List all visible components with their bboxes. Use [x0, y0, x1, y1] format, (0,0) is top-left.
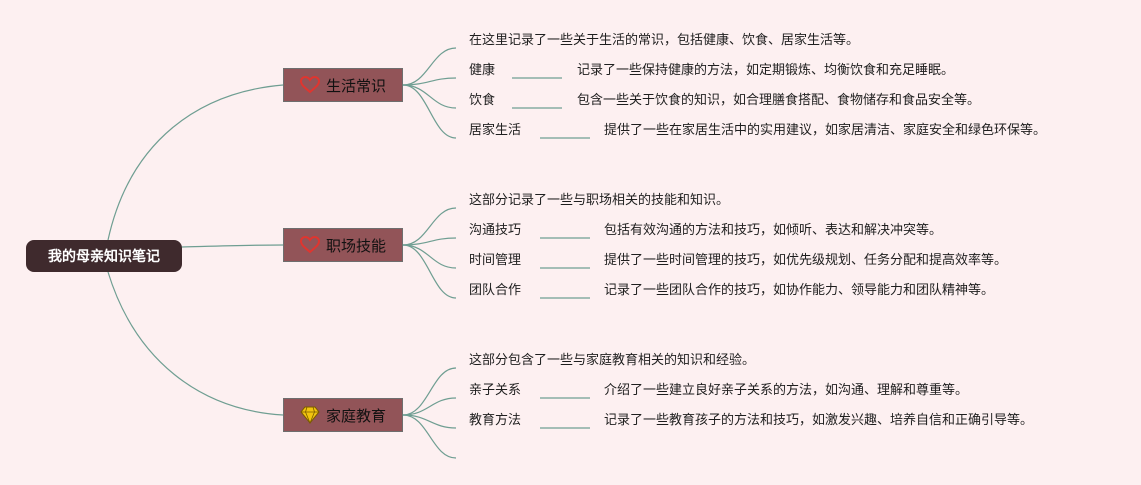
branch-leaf-connector [402, 47, 457, 86]
branch-intro: 这部分记录了一些与职场相关的技能和知识。 [469, 193, 730, 208]
leaf-term: 饮食 [469, 93, 496, 108]
branch-node-career[interactable]: 职场技能 [283, 228, 403, 262]
branch-node-life[interactable]: 生活常识 [283, 68, 403, 102]
leaf-term: 教育方法 [469, 413, 522, 428]
leaf-term: 居家生活 [469, 123, 522, 138]
leaf-desc: 包括有效沟通的方法和技巧，如倾听、表达和解决冲突等。 [604, 223, 943, 238]
leaf-term: 时间管理 [469, 253, 522, 268]
leaf-term: 团队合作 [469, 283, 522, 298]
leaf-desc: 介绍了一些建立良好亲子关系的方法，如沟通、理解和尊重等。 [604, 383, 969, 398]
branch-label: 职场技能 [325, 236, 386, 255]
root-branch-connector [181, 244, 284, 248]
branch-leaf-connector [402, 244, 457, 299]
leaf-desc: 包含一些关于饮食的知识，如合理膳食搭配、食物储存和食品安全等。 [577, 93, 981, 108]
diamond-icon [300, 406, 320, 424]
branch-leaf-connector [402, 397, 457, 416]
root-label: 我的母亲知识笔记 [48, 249, 160, 265]
heart-icon [299, 76, 320, 94]
branch-leaf-connector [402, 84, 457, 139]
leaf-desc: 记录了一些教育孩子的方法和技巧，如激发兴趣、培养自信和正确引导等。 [604, 413, 1034, 428]
branch-leaf-connector [402, 244, 457, 269]
leaf-term: 健康 [469, 63, 496, 78]
branch-label: 家庭教育 [325, 406, 386, 425]
leaf-desc: 提供了一些时间管理的技巧，如优先级规划、任务分配和提高效率等。 [604, 253, 1008, 268]
branch-intro: 在这里记录了一些关于生活的常识，包括健康、饮食、居家生活等。 [469, 33, 860, 48]
branch-leaf-connector [402, 84, 457, 109]
branch-leaf-connector [402, 207, 457, 246]
leaf-term: 亲子关系 [469, 383, 522, 398]
leaf-term: 沟通技巧 [469, 223, 522, 238]
branch-leaf-connector [402, 414, 457, 459]
branch-leaf-connector [402, 367, 457, 416]
root-node[interactable]: 我的母亲知识笔记 [26, 240, 182, 272]
leaf-desc: 记录了一些保持健康的方法，如定期锻炼、均衡饮食和充足睡眠。 [577, 63, 955, 78]
branch-intro: 这部分包含了一些与家庭教育相关的知识和经验。 [469, 353, 756, 368]
heart-icon [299, 236, 320, 254]
root-branch-connector [107, 84, 284, 241]
leaf-desc: 提供了一些在家居生活中的实用建议，如家居清洁、家庭安全和绿色环保等。 [604, 123, 1047, 138]
branch-leaf-connector [402, 237, 457, 246]
branch-label: 生活常识 [325, 76, 386, 95]
root-branch-connector [107, 271, 284, 416]
leaf-desc: 记录了一些团队合作的技巧，如协作能力、领导能力和团队精神等。 [604, 283, 995, 298]
branch-node-family-education[interactable]: 家庭教育 [283, 398, 403, 432]
branch-leaf-connector [402, 77, 457, 86]
